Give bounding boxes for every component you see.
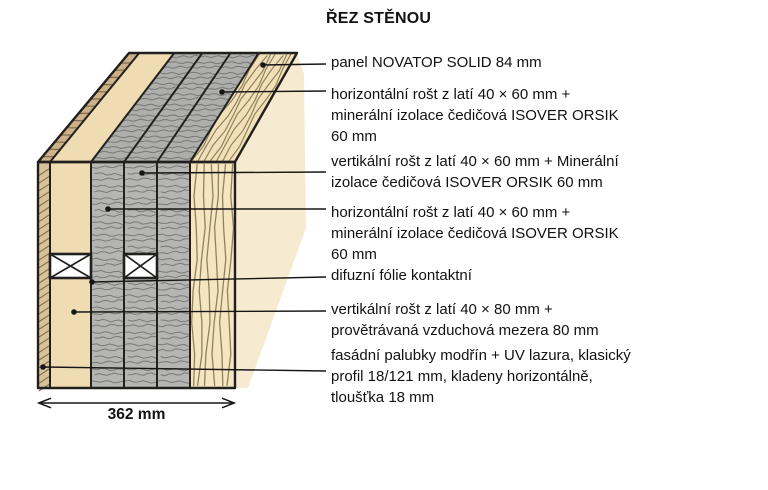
dimension-label: 362 mm [107, 406, 166, 423]
layer-insulation-2-top [124, 53, 231, 162]
leader-line-air-gap [73, 310, 327, 313]
diagram-title: ŘEZ STĚNOU [326, 10, 432, 27]
leader-line-panel [262, 63, 327, 66]
leader-dot-folie [89, 279, 95, 285]
label-fasadni-palubky: fasádní palubky modřín + UV lazura, klas… [331, 347, 631, 406]
leader-line-palubky [42, 366, 327, 372]
batten-cross-sections [48, 252, 159, 280]
layer-textures [38, 53, 292, 392]
layer-air-gap-top [50, 53, 175, 162]
layer-insulation-3-top [157, 53, 259, 162]
leader-dot-horiz-rost-1 [219, 89, 225, 95]
label-panel-novatop: panel NOVATOP SOLID 84 mm [331, 54, 542, 71]
leader-dot-horiz-rost-2 [105, 206, 111, 212]
leader-lines [40, 62, 327, 372]
leader-line-folie [91, 276, 327, 283]
batten-x-insulation [123, 253, 158, 279]
batten-x-air-gap [49, 253, 92, 279]
leader-dot-panel [260, 62, 266, 68]
leader-line-horiz-rost-1 [221, 90, 327, 93]
leader-dot-vert-rost [139, 170, 145, 176]
label-horizontal-rost-2: horizontální rošt z latí 40 × 60 mm + mi… [331, 204, 619, 263]
label-vertical-rost-60: vertikální rošt z latí 40 × 60 mm + Mine… [331, 153, 619, 191]
label-horizontal-rost-1: horizontální rošt z latí 40 × 60 mm + mi… [331, 86, 619, 145]
layer-insulation-1-top [91, 53, 203, 162]
label-difuzni-folie: difuzní fólie kontaktní [331, 267, 472, 284]
side-face [235, 53, 306, 388]
layer-insulation-1-front [91, 162, 124, 388]
leader-dot-palubky [40, 364, 46, 370]
label-vertical-rost-80: vertikální rošt z latí 40 × 80 mm + prov… [331, 301, 599, 339]
dimension-arrow [36, 397, 237, 409]
leader-dot-air-gap [71, 309, 77, 315]
leader-line-vert-rost [141, 171, 327, 174]
